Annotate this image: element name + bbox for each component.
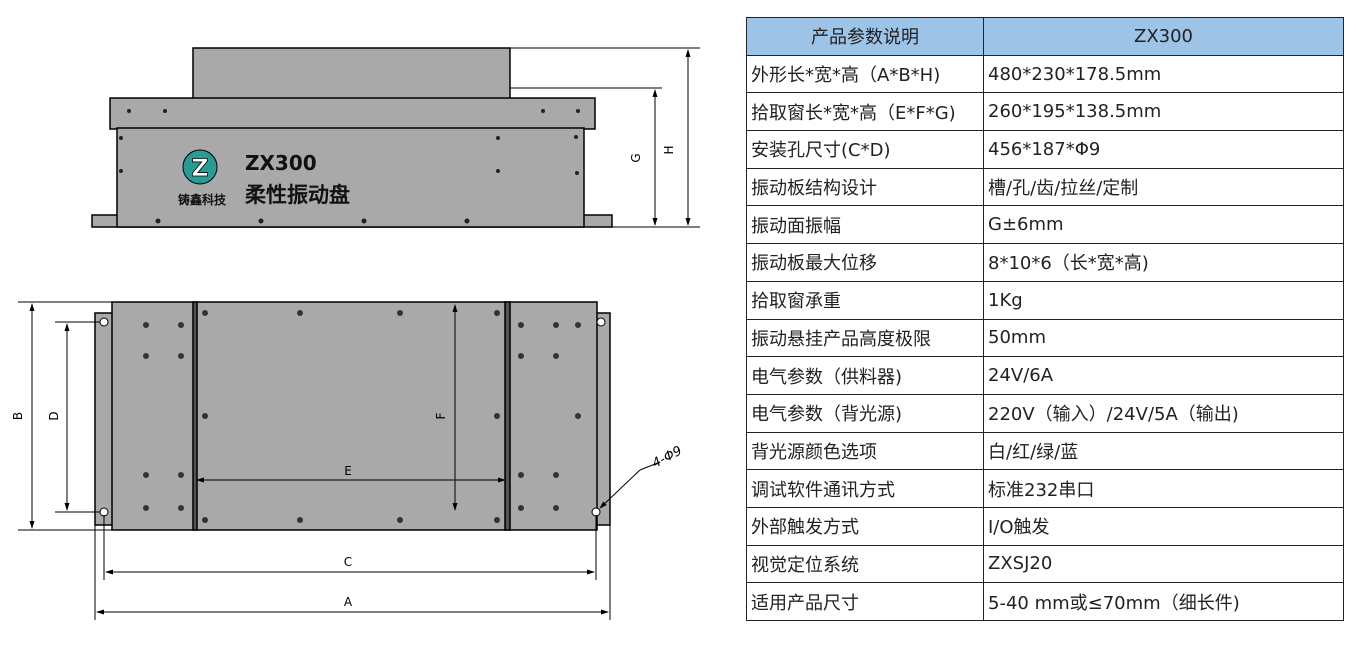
hole-spec-label: 4-Φ9 — [650, 444, 685, 472]
param-value-cell: 50mm — [983, 318, 1344, 358]
table-row: 调试软件通讯方式标准232串口 — [746, 469, 1344, 508]
front-view — [91, 47, 613, 228]
param-value-cell: G±6mm — [983, 205, 1344, 245]
svg-text:Z: Z — [191, 154, 208, 182]
product-name-label: 柔性振动盘 — [245, 183, 350, 207]
param-value-cell: 槽/孔/齿/拉丝/定制 — [983, 167, 1344, 207]
param-value-cell: I/O触发 — [983, 506, 1344, 546]
header-param: 产品参数说明 — [746, 17, 984, 56]
svg-text:D: D — [47, 411, 61, 420]
table-header-row: 产品参数说明 ZX300 — [746, 17, 1344, 56]
svg-text:F: F — [434, 412, 448, 419]
param-value-cell: 480*230*178.5mm — [983, 54, 1344, 94]
param-value-cell: 标准232串口 — [983, 469, 1344, 508]
param-name-cell: 电气参数（背光源) — [746, 393, 984, 433]
param-value-cell: 5-40 mm或≤70mm（细长件) — [983, 582, 1344, 621]
param-name-cell: 适用产品尺寸 — [746, 582, 984, 621]
svg-text:铸鑫科技: 铸鑫科技 — [178, 192, 227, 207]
param-name-cell: 调试软件通讯方式 — [746, 469, 984, 508]
svg-text:H: H — [662, 145, 676, 154]
brand-logo: Z 铸鑫科技 — [178, 149, 227, 207]
table-row: 背光源颜色选项白/红/绿/蓝 — [746, 431, 1344, 471]
svg-text:C: C — [344, 555, 352, 569]
param-value-cell: 8*10*6（长*宽*高) — [983, 243, 1344, 282]
svg-text:G: G — [629, 153, 643, 162]
technical-drawing: Z 铸鑫科技 ZX300 柔性振动盘 G H — [11, 47, 700, 620]
param-value-cell: 260*195*138.5mm — [983, 92, 1344, 132]
table-row: 电气参数（背光源)220V（输入）/24V/5A（输出) — [746, 393, 1344, 433]
param-name-cell: 视觉定位系统 — [746, 544, 984, 584]
param-name-cell: 背光源颜色选项 — [746, 431, 984, 471]
param-value-cell: ZXSJ20 — [983, 544, 1344, 584]
param-name-cell: 外部触发方式 — [746, 506, 984, 546]
param-name-cell: 拾取窗长*宽*高（E*F*G) — [746, 92, 984, 132]
param-name-cell: 振动悬挂产品高度极限 — [746, 318, 984, 358]
table-row: 拾取窗长*宽*高（E*F*G)260*195*138.5mm — [746, 92, 1344, 132]
top-view — [94, 301, 611, 531]
param-name-cell: 振动板最大位移 — [746, 243, 984, 282]
table-row: 振动板结构设计槽/孔/齿/拉丝/定制 — [746, 167, 1344, 207]
param-name-cell: 振动板结构设计 — [746, 167, 984, 207]
header-model: ZX300 — [983, 17, 1344, 56]
param-value-cell: 白/红/绿/蓝 — [983, 431, 1344, 471]
param-value-cell: 24V/6A — [983, 356, 1344, 395]
param-name-cell: 振动面振幅 — [746, 205, 984, 245]
svg-text:A: A — [344, 595, 353, 609]
param-name-cell: 拾取窗承重 — [746, 280, 984, 320]
param-name-cell: 安装孔尺寸(C*D) — [746, 130, 984, 169]
svg-text:E: E — [344, 464, 352, 478]
spec-table: 产品参数说明 ZX300 外形长*宽*高（A*B*H)480*230*178.5… — [746, 17, 1344, 621]
param-name-cell: 外形长*宽*高（A*B*H) — [746, 54, 984, 94]
model-label: ZX300 — [245, 151, 317, 175]
param-value-cell: 456*187*Φ9 — [983, 130, 1344, 169]
table-row: 外形长*宽*高（A*B*H)480*230*178.5mm — [746, 54, 1344, 94]
param-name-cell: 电气参数（供料器) — [746, 356, 984, 395]
param-value-cell: 1Kg — [983, 280, 1344, 320]
param-value-cell: 220V（输入）/24V/5A（输出) — [983, 393, 1344, 433]
table-row: 电气参数（供料器)24V/6A — [746, 356, 1344, 395]
svg-text:B: B — [11, 412, 25, 420]
table-row: 安装孔尺寸(C*D)456*187*Φ9 — [746, 130, 1344, 169]
